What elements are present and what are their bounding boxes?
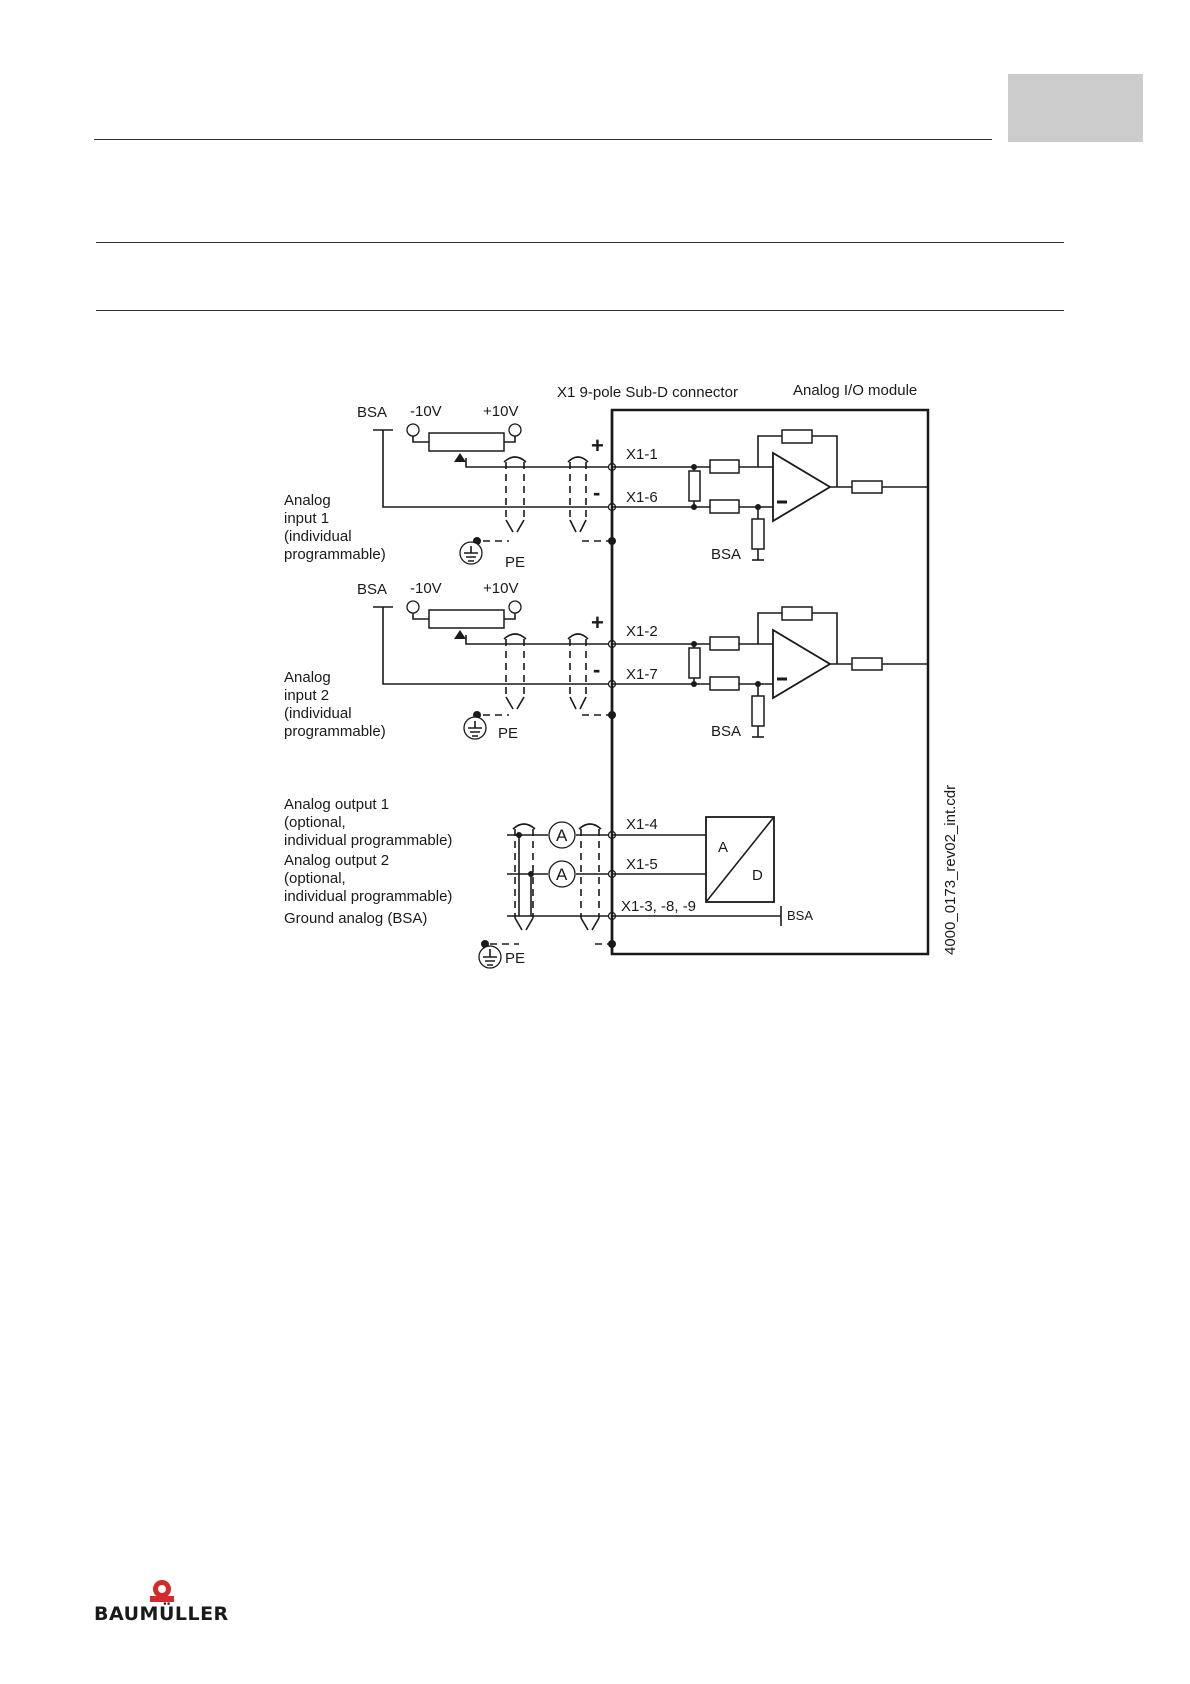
input-label-line4: programmable): [284, 723, 386, 740]
input-label-line2: input 1: [284, 510, 329, 527]
chapter-tab: [1008, 74, 1143, 142]
pin-x1-3-8-9: X1-3, -8, -9: [621, 898, 696, 915]
logo-text: BAUMÜLLER: [94, 1603, 229, 1625]
pe-label-out: PE: [505, 950, 525, 967]
analog-input-1: BSA -10V +10V + - PE Analog input 1 (ind…: [284, 403, 928, 571]
input-label-line3: (individual: [284, 705, 352, 722]
section-rule-bottom: [96, 310, 1064, 311]
pe-label: PE: [498, 725, 518, 742]
input-label-line4: programmable): [284, 546, 386, 563]
ammeter-2: [548, 860, 576, 888]
analog-outputs: Analog output 1 (optional, individual pr…: [284, 796, 813, 969]
minus-10v-label: -10V: [410, 403, 442, 420]
plus-10v-label: +10V: [483, 403, 518, 420]
gnd-label: BSA: [711, 723, 741, 740]
pin-x1-1: X1-1: [626, 446, 658, 463]
baumuller-logo: BAUMÜLLER: [94, 1577, 239, 1629]
connector-title: X1 9-pole Sub-D connector: [557, 384, 738, 401]
section-rule-top: [96, 242, 1064, 243]
ad-converter: [705, 816, 775, 903]
analog-input-2: BSA -10V +10V + - PE Analog input 2 (ind…: [284, 580, 928, 742]
gnd-bsa-label: BSA: [787, 908, 813, 923]
adc-a-label: A: [718, 839, 728, 856]
bsa-label: BSA: [357, 581, 387, 598]
plus-10v-label: +10V: [483, 580, 518, 597]
output-label-line1: Analog output 1: [284, 796, 389, 813]
pin-x1-2: X1-2: [626, 623, 658, 640]
potentiometer: [428, 432, 505, 452]
plus-sign: +: [591, 433, 604, 458]
minus-sign: -: [593, 480, 600, 505]
output-label-line2: (optional,: [284, 814, 346, 831]
output-label-line4: Analog output 2: [284, 852, 389, 869]
module-title: Analog I/O module: [793, 382, 917, 399]
gnd-label: BSA: [711, 546, 741, 563]
pin-x1-7: X1-7: [626, 666, 658, 683]
minus-sign: -: [593, 657, 600, 682]
output-label-line7: Ground analog (BSA): [284, 910, 427, 927]
minus-10v-label: -10V: [410, 580, 442, 597]
pe-label: PE: [505, 554, 525, 571]
pin-x1-5: X1-5: [626, 856, 658, 873]
drawing-id: 4000_0173_rev02_int.cdr: [942, 785, 959, 955]
input-label-line1: Analog: [284, 492, 331, 509]
logo-mark-icon: [150, 1580, 174, 1602]
plus-sign: +: [591, 610, 604, 635]
potentiometer: [428, 609, 505, 629]
header-rule: [94, 139, 992, 140]
output-label-line3: individual programmable): [284, 832, 452, 849]
input-label-line2: input 2: [284, 687, 329, 704]
input-label-line3: (individual: [284, 528, 352, 545]
adc-d-label: D: [752, 867, 763, 884]
input-label-line1: Analog: [284, 669, 331, 686]
ammeter-1-label: A: [556, 826, 568, 845]
ammeter-2-label: A: [556, 865, 568, 884]
output-label-line5: (optional,: [284, 870, 346, 887]
ammeter-1: [548, 821, 576, 849]
bsa-label: BSA: [357, 404, 387, 421]
pin-x1-6: X1-6: [626, 489, 658, 506]
pin-x1-4: X1-4: [626, 816, 658, 833]
output-label-line6: individual programmable): [284, 888, 452, 905]
